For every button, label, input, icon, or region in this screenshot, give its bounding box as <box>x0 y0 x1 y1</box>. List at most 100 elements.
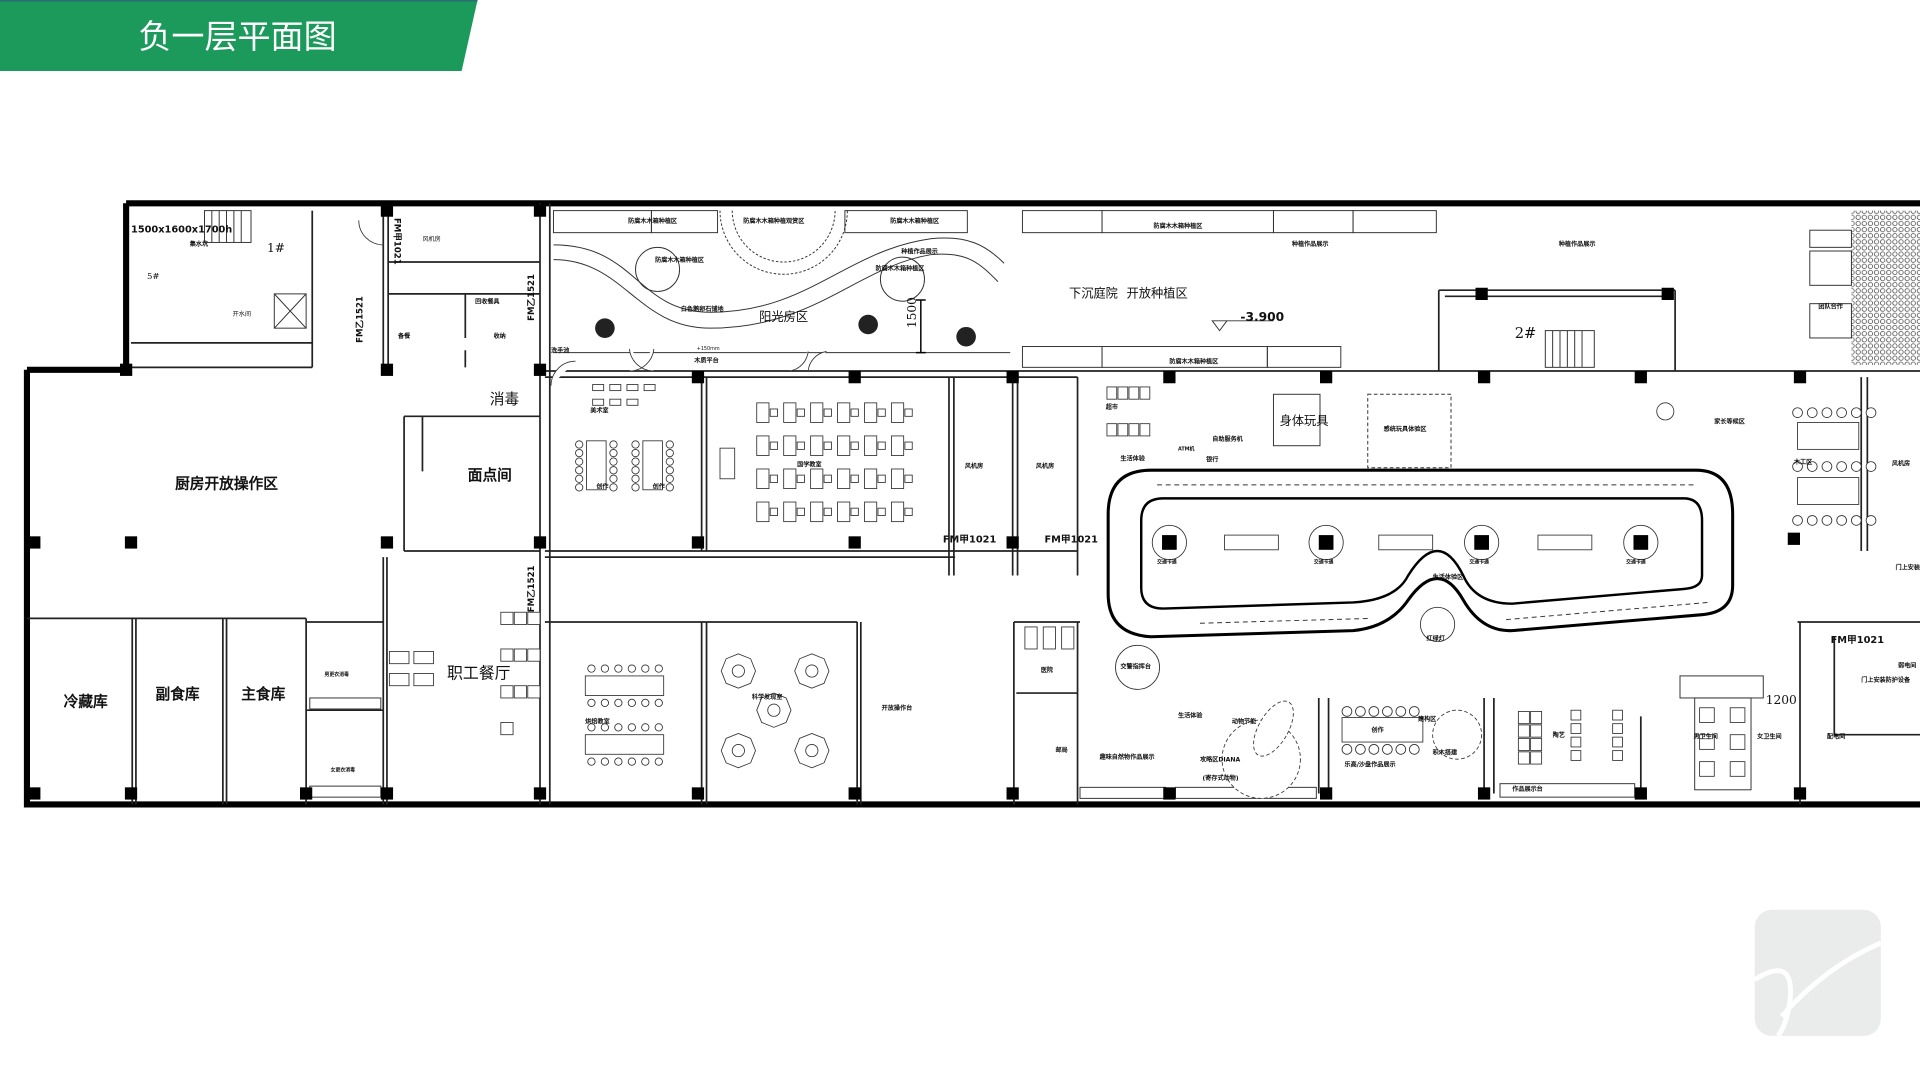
room-label: 风机房 <box>1892 459 1910 467</box>
structural-column <box>848 787 861 800</box>
stool <box>1821 515 1833 526</box>
structural-column <box>1163 371 1176 384</box>
shelf <box>1117 386 1129 400</box>
room-label: 身体玩具 <box>1280 413 1329 428</box>
structural-column <box>691 787 705 800</box>
room-label: 国学教室 <box>797 461 821 469</box>
room-label: 积木搭建 <box>1432 748 1458 756</box>
workbench <box>1797 422 1860 450</box>
room-label: 防腐木木箱种植区 <box>655 256 704 264</box>
desk <box>837 435 851 456</box>
round-table-center <box>767 703 781 717</box>
room-label: 开放操作台 <box>882 704 913 712</box>
stool <box>1806 515 1818 526</box>
room-label: 面点间 <box>468 466 512 484</box>
stool <box>1368 706 1380 717</box>
structural-column <box>1006 371 1019 384</box>
pottery-table <box>1517 737 1530 752</box>
room-label: 作品展示台 <box>1512 785 1543 793</box>
stool <box>641 698 650 707</box>
structural-column <box>380 536 394 549</box>
locker <box>1061 626 1075 650</box>
room-label: 生活体验 <box>1178 712 1203 720</box>
dining-chair <box>388 651 410 665</box>
stool <box>1382 744 1393 755</box>
chair <box>796 474 805 483</box>
room-label: FM甲1021 <box>1044 533 1098 545</box>
play-ellipse <box>1253 700 1294 757</box>
tree-icon <box>595 314 976 347</box>
room-label: 交通卡通 <box>1469 558 1489 565</box>
room-label: FM乙1521 <box>354 296 365 343</box>
stool <box>1792 515 1803 526</box>
room-label: 下沉庭院 <box>1069 286 1118 301</box>
table <box>584 675 665 696</box>
chair <box>769 408 778 417</box>
stool <box>1851 515 1862 526</box>
stool <box>1865 407 1877 418</box>
room-label: 集水坑 <box>189 240 208 248</box>
structural-column <box>1320 371 1333 384</box>
stool <box>600 698 609 707</box>
room-label: 超市 <box>1105 403 1118 411</box>
structural-column <box>124 787 138 800</box>
easel <box>626 398 639 406</box>
structural-column <box>1320 787 1333 800</box>
dining-chair <box>513 648 527 662</box>
room-label: 科学发现室 <box>751 693 783 701</box>
chair <box>904 441 913 450</box>
chair <box>823 408 832 417</box>
room-label: 女更衣消毒 <box>331 766 355 773</box>
chair <box>850 441 859 450</box>
room-label: 1# <box>267 241 285 255</box>
planter-circle <box>635 246 681 292</box>
stool <box>609 457 618 466</box>
desk <box>783 468 797 489</box>
structural-column <box>691 536 705 549</box>
structural-column <box>691 371 705 384</box>
stool <box>1821 461 1833 472</box>
desk <box>891 501 905 523</box>
play-circle <box>1432 709 1483 760</box>
dining-chair <box>513 685 527 699</box>
locker <box>1042 626 1056 650</box>
room-label: 邮局 <box>1056 746 1068 754</box>
stool <box>575 483 584 492</box>
dining-chair <box>413 673 434 687</box>
stool <box>575 474 584 483</box>
stool <box>1395 706 1407 717</box>
room-label: 1200 <box>1766 693 1797 707</box>
chair <box>850 474 859 483</box>
title-banner: 负一层平面图 <box>0 0 478 72</box>
stool <box>575 466 584 475</box>
shelf <box>1106 423 1118 437</box>
chair <box>769 507 778 516</box>
desk <box>810 402 824 423</box>
stool <box>631 448 640 458</box>
room-label: 洗手池 <box>551 347 570 355</box>
desk <box>891 402 905 423</box>
stool <box>665 474 674 483</box>
outer-wall <box>23 200 1920 808</box>
room-label: 开放种植区 <box>1127 286 1188 301</box>
stool <box>1792 407 1803 418</box>
stool <box>627 698 636 707</box>
pottery-table <box>1530 737 1543 752</box>
stool <box>609 466 618 475</box>
pottery-wheel <box>1612 736 1623 748</box>
room-label: 医院 <box>1041 666 1054 674</box>
room-label: FM甲1021 <box>391 218 402 265</box>
room-label: 创作 <box>595 483 608 491</box>
room-label: FM甲1021 <box>943 533 997 545</box>
stool <box>665 483 674 492</box>
room-label: 消毒 <box>490 391 520 408</box>
stool <box>641 757 650 766</box>
stool <box>631 440 640 449</box>
stool <box>1408 744 1420 755</box>
desk <box>864 402 878 423</box>
room-label: 1500 <box>905 297 919 328</box>
stool <box>614 757 623 766</box>
dining-chair <box>500 648 514 662</box>
dining-chair <box>500 722 514 736</box>
easel <box>643 384 656 392</box>
